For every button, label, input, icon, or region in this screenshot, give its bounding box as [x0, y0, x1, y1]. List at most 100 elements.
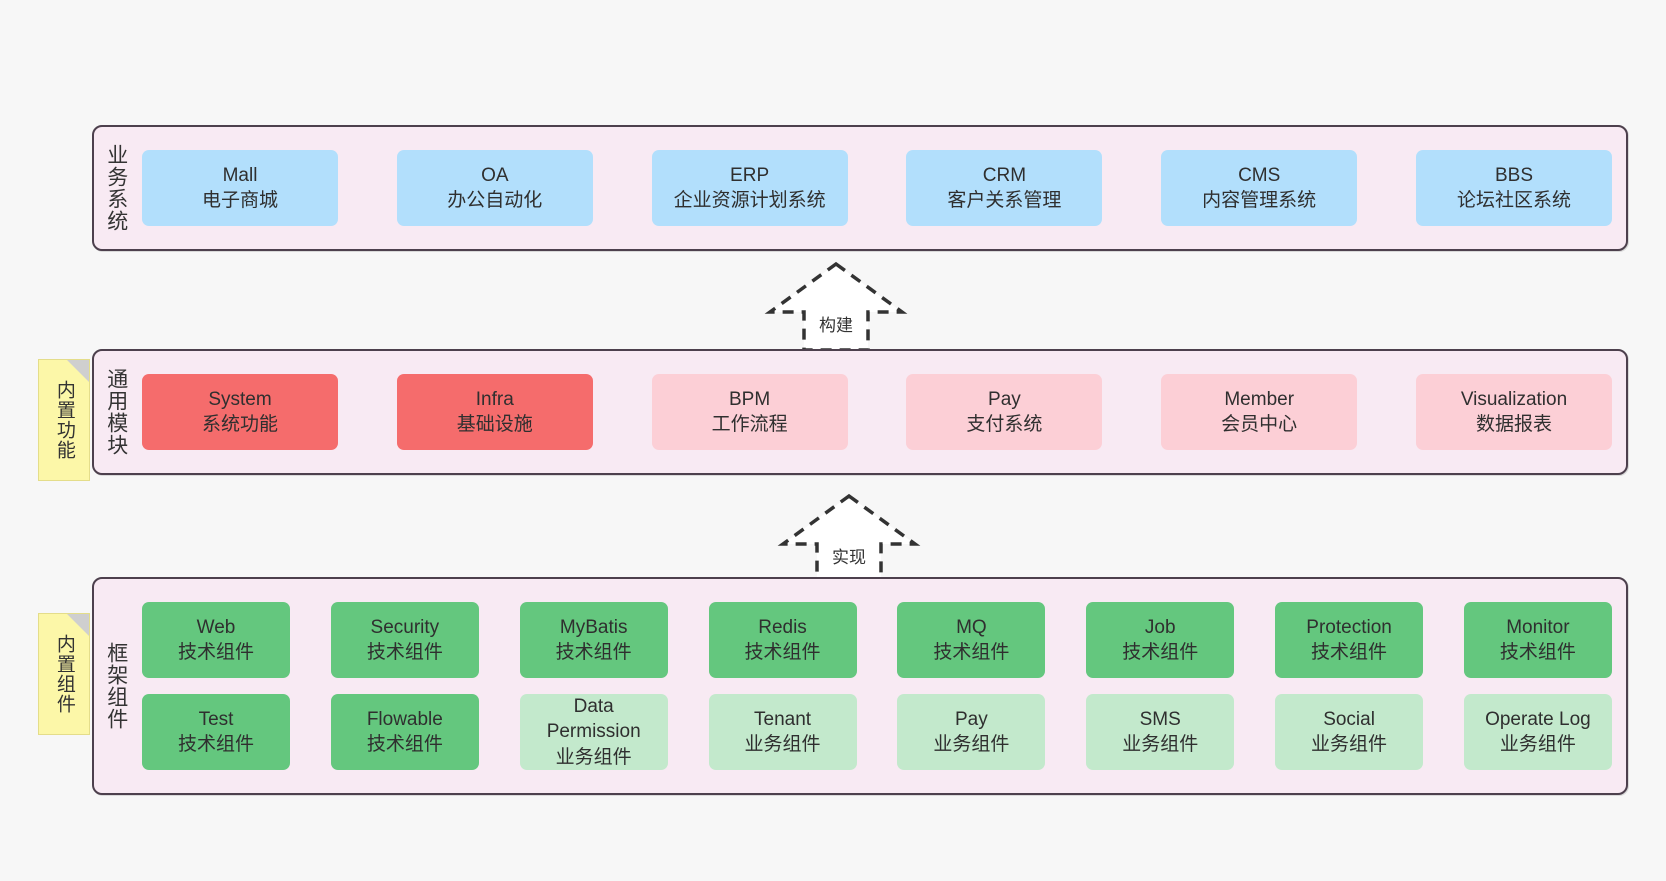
- card-subtitle: 业务组件: [1122, 734, 1199, 755]
- card-title: Visualization: [1460, 388, 1568, 410]
- card-subtitle: 内容管理系统: [1202, 190, 1317, 211]
- card-title: Member: [1224, 388, 1295, 410]
- card-test[interactable]: Test 技术组件: [142, 694, 290, 770]
- card-mq[interactable]: MQ 技术组件: [897, 602, 1046, 678]
- card-subtitle: 技术组件: [555, 642, 632, 663]
- card-title: Redis: [758, 616, 807, 638]
- card-data-permission[interactable]: Data Permission 业务组件: [519, 694, 668, 770]
- card-mybatis[interactable]: MyBatis 技术组件: [519, 602, 668, 678]
- sticky-note-label: 内置组件: [53, 634, 75, 714]
- card-pay[interactable]: Pay 支付系统: [906, 374, 1103, 450]
- card-subtitle: 技术组件: [933, 642, 1010, 663]
- card-bbs[interactable]: BBS 论坛社区系统: [1415, 150, 1612, 226]
- card-row: Mall 电子商城 OA 办公自动化 ERP 企业资源计划系统 CRM 客户关系…: [142, 150, 1612, 226]
- card-title: SMS: [1139, 708, 1181, 730]
- card-web[interactable]: Web 技术组件: [142, 602, 290, 678]
- card-title: System: [208, 388, 272, 410]
- layer-body-common-modules: System 系统功能 Infra 基础设施 BPM 工作流程 Pay 支付系统…: [138, 351, 1626, 473]
- layer-label-common-modules: 通用模块: [104, 368, 128, 456]
- card-title: CRM: [982, 164, 1027, 186]
- card-sms[interactable]: SMS 业务组件: [1086, 694, 1235, 770]
- card-visualization[interactable]: Visualization 数据报表: [1415, 374, 1612, 450]
- card-title: OA: [481, 164, 509, 186]
- card-subtitle: 技术组件: [744, 642, 821, 663]
- card-monitor[interactable]: Monitor 技术组件: [1463, 602, 1612, 678]
- card-subtitle: 技术组件: [177, 642, 254, 663]
- card-flowable[interactable]: Flowable 技术组件: [330, 694, 479, 770]
- card-subtitle: 业务组件: [1311, 734, 1388, 755]
- card-subtitle: 技术组件: [1122, 642, 1199, 663]
- layer-common-modules: 通用模块 System 系统功能 Infra 基础设施 BPM 工作流程 Pay…: [92, 349, 1628, 475]
- arrow-build: 构建: [760, 258, 912, 354]
- arrow-build-icon: [764, 261, 908, 352]
- card-row-business: Test 技术组件 Flowable 技术组件 Data Permission …: [142, 694, 1612, 770]
- card-title: Web: [196, 616, 236, 638]
- card-redis[interactable]: Redis 技术组件: [708, 602, 857, 678]
- card-social[interactable]: Social 业务组件: [1275, 694, 1424, 770]
- card-mall[interactable]: Mall 电子商城: [142, 150, 338, 226]
- card-title: Test: [198, 708, 234, 730]
- card-title: Job: [1144, 616, 1176, 638]
- layer-label-business-systems: 业务系统: [104, 144, 128, 232]
- card-cms[interactable]: CMS 内容管理系统: [1161, 150, 1358, 226]
- card-operate-log[interactable]: Operate Log 业务组件: [1463, 694, 1612, 770]
- card-subtitle: 业务组件: [555, 746, 632, 768]
- card-title: Monitor: [1506, 616, 1570, 638]
- card-protection[interactable]: Protection 技术组件: [1275, 602, 1424, 678]
- layer-label-framework-components: 框架组件: [104, 642, 128, 730]
- card-subtitle: 工作流程: [711, 414, 788, 435]
- card-title: MQ: [956, 616, 987, 638]
- card-crm[interactable]: CRM 客户关系管理: [906, 150, 1103, 226]
- card-subtitle: 技术组件: [366, 734, 443, 755]
- card-title: MyBatis: [559, 616, 628, 638]
- card-subtitle: 基础设施: [456, 414, 533, 435]
- card-subtitle: 业务组件: [744, 734, 821, 755]
- sticky-note-label: 内置功能: [53, 380, 75, 460]
- card-subtitle: 技术组件: [366, 642, 443, 663]
- card-title: Protection: [1306, 616, 1392, 638]
- card-title: Security: [370, 616, 440, 638]
- card-subtitle: 技术组件: [1311, 642, 1388, 663]
- card-erp[interactable]: ERP 企业资源计划系统: [651, 150, 848, 226]
- page-fold-icon: [67, 614, 89, 636]
- layer-framework-components: 框架组件 Web 技术组件 Security 技术组件 MyBatis 技术组件…: [92, 577, 1628, 795]
- card-title: Pay: [955, 708, 988, 730]
- card-subtitle: 论坛社区系统: [1456, 190, 1571, 211]
- card-tenant[interactable]: Tenant 业务组件: [708, 694, 857, 770]
- card-title: Mall: [222, 164, 258, 186]
- card-subtitle: 业务组件: [1499, 734, 1576, 755]
- page-fold-icon: [67, 360, 89, 382]
- card-title: CMS: [1238, 164, 1281, 186]
- card-job[interactable]: Job 技术组件: [1086, 602, 1235, 678]
- card-title: Infra: [475, 388, 514, 410]
- card-subtitle: 业务组件: [933, 734, 1010, 755]
- card-system[interactable]: System 系统功能: [142, 374, 338, 450]
- card-subtitle: 系统功能: [201, 414, 278, 435]
- card-subtitle: 技术组件: [1499, 642, 1576, 663]
- card-title: ERP: [730, 164, 770, 186]
- card-member[interactable]: Member 会员中心: [1161, 374, 1358, 450]
- card-subtitle: 办公自动化: [447, 190, 543, 211]
- card-subtitle: 电子商城: [201, 190, 278, 211]
- layer-body-framework-components: Web 技术组件 Security 技术组件 MyBatis 技术组件 Redi…: [138, 579, 1626, 793]
- card-title: BPM: [729, 388, 771, 410]
- card-subtitle: 支付系统: [966, 414, 1043, 435]
- card-bpm[interactable]: BPM 工作流程: [651, 374, 848, 450]
- card-row: System 系统功能 Infra 基础设施 BPM 工作流程 Pay 支付系统…: [142, 374, 1612, 450]
- card-title: BBS: [1494, 164, 1533, 186]
- sticky-note-builtin-components: 内置组件: [38, 613, 90, 735]
- card-row-tech: Web 技术组件 Security 技术组件 MyBatis 技术组件 Redi…: [142, 602, 1612, 678]
- card-title: Operate Log: [1485, 708, 1591, 730]
- card-pay-component[interactable]: Pay 业务组件: [897, 694, 1046, 770]
- card-title: Pay: [988, 388, 1021, 410]
- layer-business-systems: 业务系统 Mall 电子商城 OA 办公自动化 ERP 企业资源计划系统 CRM…: [92, 125, 1628, 251]
- card-infra[interactable]: Infra 基础设施: [396, 374, 593, 450]
- card-title: Flowable: [366, 708, 443, 730]
- arrow-implement-icon: [777, 493, 921, 584]
- card-oa[interactable]: OA 办公自动化: [396, 150, 593, 226]
- arrow-implement: 实现: [773, 490, 925, 586]
- card-title: Data Permission: [546, 696, 641, 743]
- card-title: Tenant: [754, 708, 812, 730]
- card-security[interactable]: Security 技术组件: [330, 602, 479, 678]
